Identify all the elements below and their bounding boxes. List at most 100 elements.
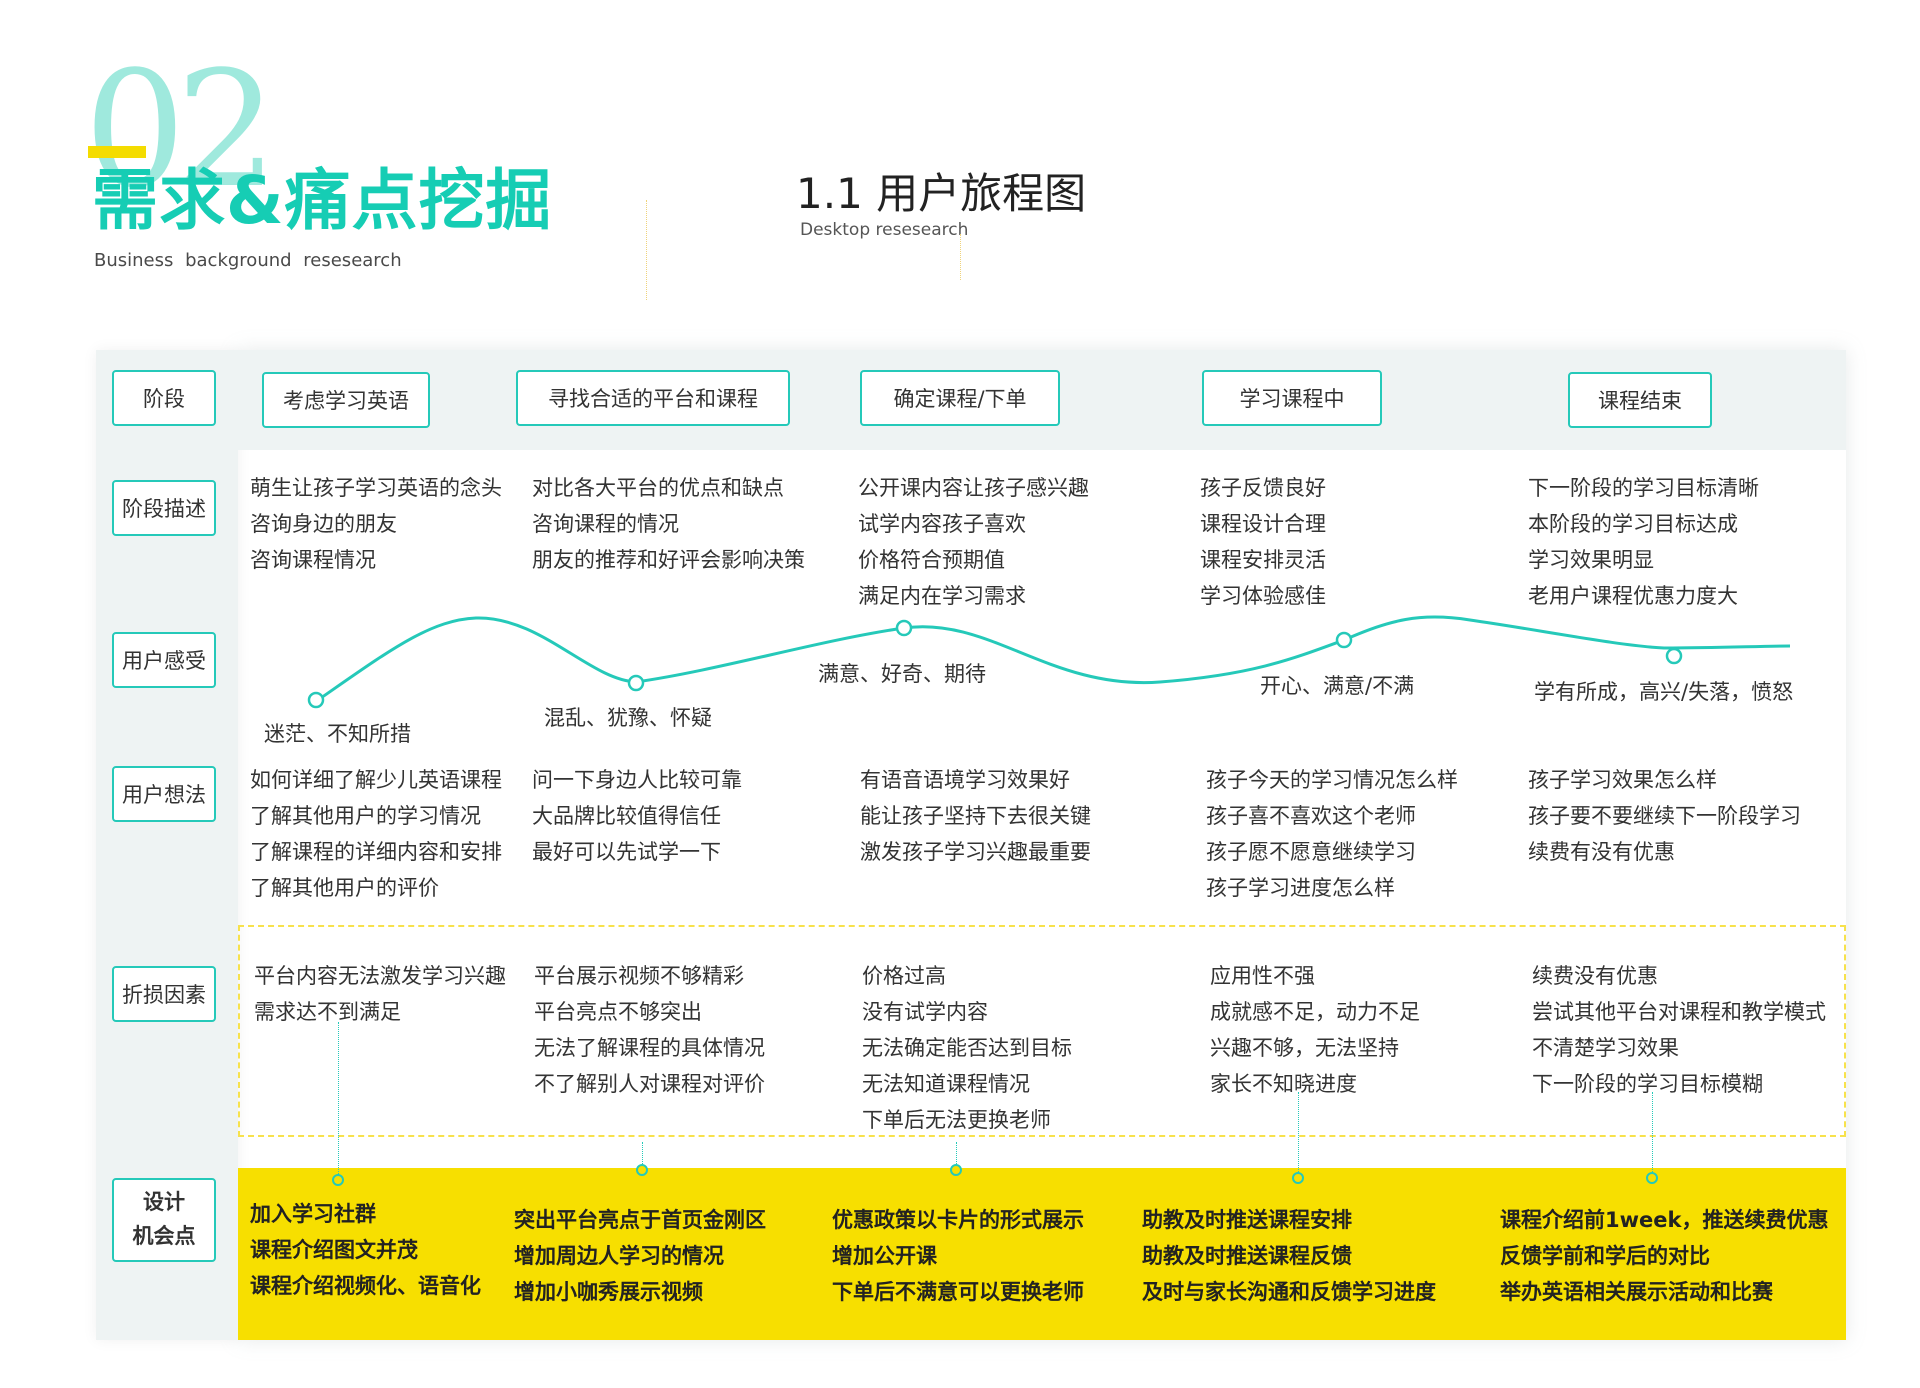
emotion-point [895,619,913,637]
loss-line: 不清楚学习效果 [1532,1036,1679,1060]
title-accent-bar [88,146,146,158]
description-line: 咨询身边的朋友 [250,512,397,536]
loss-factors: 平台内容无法激发学习兴趣 需求达不到满足 [254,958,506,1030]
stage-description: 公开课内容让孩子感兴趣 试学内容孩子喜欢 价格符合预期值 满足内在学习需求 [858,470,1089,614]
row-label-stage: 阶段 [112,370,216,426]
thought-line: 最好可以先试学一下 [532,840,721,864]
emotion-curve [317,615,1791,702]
stage-description: 对比各大平台的优点和缺点 咨询课程的情况 朋友的推荐和好评会影响决策 [532,470,805,578]
section-subtitle: Business background resesearch [94,250,402,271]
thought-line: 续费有没有优惠 [1528,840,1675,864]
stage-tag: 寻找合适的平台和课程 [516,370,790,426]
loss-line: 无法知道课程情况 [862,1072,1030,1096]
row-label-loss: 折损因素 [112,966,216,1022]
description-line: 对比各大平台的优点和缺点 [532,476,784,500]
stage-tag: 课程结束 [1568,372,1712,428]
stage-description: 萌生让孩子学习英语的念头 咨询身边的朋友 咨询课程情况 [250,470,502,578]
row-label-design-line1: 设计 [143,1190,185,1215]
loss-line: 兴趣不够，无法坚持 [1210,1036,1399,1060]
user-thoughts: 问一下身边人比较可靠 大品牌比较值得信任 最好可以先试学一下 [532,762,742,870]
thought-line: 激发孩子学习兴趣最重要 [860,840,1091,864]
emotion-point [627,674,645,692]
user-thoughts: 孩子学习效果怎么样 孩子要不要继续下一阶段学习 续费有没有优惠 [1528,762,1801,870]
design-line: 下单后不满意可以更换老师 [832,1280,1084,1304]
description-line: 孩子反馈良好 [1200,476,1326,500]
row-label-design: 设计 机会点 [112,1178,216,1262]
description-line: 咨询课程情况 [250,548,376,572]
loss-line: 尝试其他平台对课程和教学模式 [1532,1000,1826,1024]
thought-line: 了解其他用户的学习情况 [250,804,481,828]
design-line: 加入学习社群 [250,1202,376,1226]
thought-line: 问一下身边人比较可靠 [532,768,742,792]
row-label-feeling: 用户感受 [112,632,216,688]
thought-line: 了解其他用户的评价 [250,876,439,900]
thought-line: 孩子学习进度怎么样 [1206,876,1395,900]
section-title: 需求&痛点挖掘 [92,162,553,239]
loss-line: 续费没有优惠 [1532,964,1658,988]
user-thoughts: 孩子今天的学习情况怎么样 孩子喜不喜欢这个老师 孩子愿不愿意继续学习 孩子学习进… [1206,762,1458,906]
description-line: 课程安排灵活 [1200,548,1326,572]
design-line: 增加公开课 [832,1244,937,1268]
loss-factor-box [238,925,1846,1137]
loss-line: 需求达不到满足 [254,1000,401,1024]
design-line: 举办英语相关展示活动和比赛 [1500,1280,1773,1304]
connector-line [1652,1092,1653,1172]
connector-dot [1646,1172,1658,1184]
thought-line: 孩子要不要继续下一阶段学习 [1528,804,1801,828]
description-line: 下一阶段的学习目标清晰 [1528,476,1759,500]
description-line: 公开课内容让孩子感兴趣 [858,476,1089,500]
emotion-label: 满意、好奇、期待 [818,662,986,686]
description-line: 试学内容孩子喜欢 [858,512,1026,536]
design-opportunities: 助教及时推送课程安排 助教及时推送课程反馈 及时与家长沟通和反馈学习进度 [1142,1202,1436,1310]
row-label-design-line2: 机会点 [132,1224,196,1248]
description-line: 价格符合预期值 [858,548,1005,572]
emotion-label: 混乱、犹豫、怀疑 [544,706,712,730]
emotion-point [1335,631,1353,649]
description-line: 朋友的推荐和好评会影响决策 [532,548,805,572]
design-opportunity-band [238,1168,1846,1340]
section-number: 02 [84,36,278,223]
user-thoughts: 如何详细了解少儿英语课程 了解其他用户的学习情况 了解课程的详细内容和安排 了解… [250,762,502,906]
map-subtitle: Desktop resesearch [800,220,969,240]
description-line: 学习体验感佳 [1200,584,1326,608]
emotion-label: 迷茫、不知所措 [264,722,411,746]
stage-tag: 确定课程/下单 [860,370,1060,426]
thought-line: 如何详细了解少儿英语课程 [250,768,502,792]
connector-line [956,1142,957,1164]
loss-line: 不了解别人对课程对评价 [534,1072,765,1096]
user-thoughts: 有语音语境学习效果好 能让孩子坚持下去很关键 激发孩子学习兴趣最重要 [860,762,1091,870]
loss-line: 无法了解课程的具体情况 [534,1036,765,1060]
description-line: 学习效果明显 [1528,548,1654,572]
stage-description: 孩子反馈良好 课程设计合理 课程安排灵活 学习体验感佳 [1200,470,1326,614]
connector-line [338,1022,339,1174]
description-line: 老用户课程优惠力度大 [1528,584,1738,608]
connector-line [1298,1092,1299,1172]
loss-line: 价格过高 [862,964,946,988]
design-opportunities: 课程介绍前1week，推送续费优惠 反馈学前和学后的对比 举办英语相关展示活动和… [1500,1202,1828,1310]
header-divider-left [646,200,647,300]
row-label-description: 阶段描述 [112,480,216,536]
description-line: 满足内在学习需求 [858,584,1026,608]
connector-dot [950,1164,962,1176]
loss-line: 下一阶段的学习目标模糊 [1532,1072,1763,1096]
loss-line: 平台内容无法激发学习兴趣 [254,964,506,988]
stage-description: 下一阶段的学习目标清晰 本阶段的学习目标达成 学习效果明显 老用户课程优惠力度大 [1528,470,1759,614]
loss-factors: 续费没有优惠 尝试其他平台对课程和教学模式 不清楚学习效果 下一阶段的学习目标模… [1532,958,1826,1102]
design-line: 增加小咖秀展示视频 [514,1280,703,1304]
thought-line: 孩子学习效果怎么样 [1528,768,1717,792]
design-line: 及时与家长沟通和反馈学习进度 [1142,1280,1436,1304]
design-line: 课程介绍前1week，推送续费优惠 [1500,1208,1829,1232]
loss-factors: 价格过高 没有试学内容 无法确定能否达到目标 无法知道课程情况 下单后无法更换老… [862,958,1072,1138]
design-line: 增加周边人学习的情况 [514,1244,724,1268]
loss-line: 下单后无法更换老师 [862,1108,1051,1132]
thought-line: 有语音语境学习效果好 [860,768,1070,792]
loss-line: 没有试学内容 [862,1000,988,1024]
emotion-label: 学有所成，高兴/失落，愤怒 [1534,680,1794,704]
thought-line: 了解课程的详细内容和安排 [250,840,502,864]
description-line: 课程设计合理 [1200,512,1326,536]
design-line: 助教及时推送课程安排 [1142,1208,1352,1232]
design-line: 反馈学前和学后的对比 [1500,1244,1710,1268]
loss-line: 应用性不强 [1210,964,1315,988]
loss-factors: 应用性不强 成就感不足，动力不足 兴趣不够，无法坚持 家长不知晓进度 [1210,958,1420,1102]
